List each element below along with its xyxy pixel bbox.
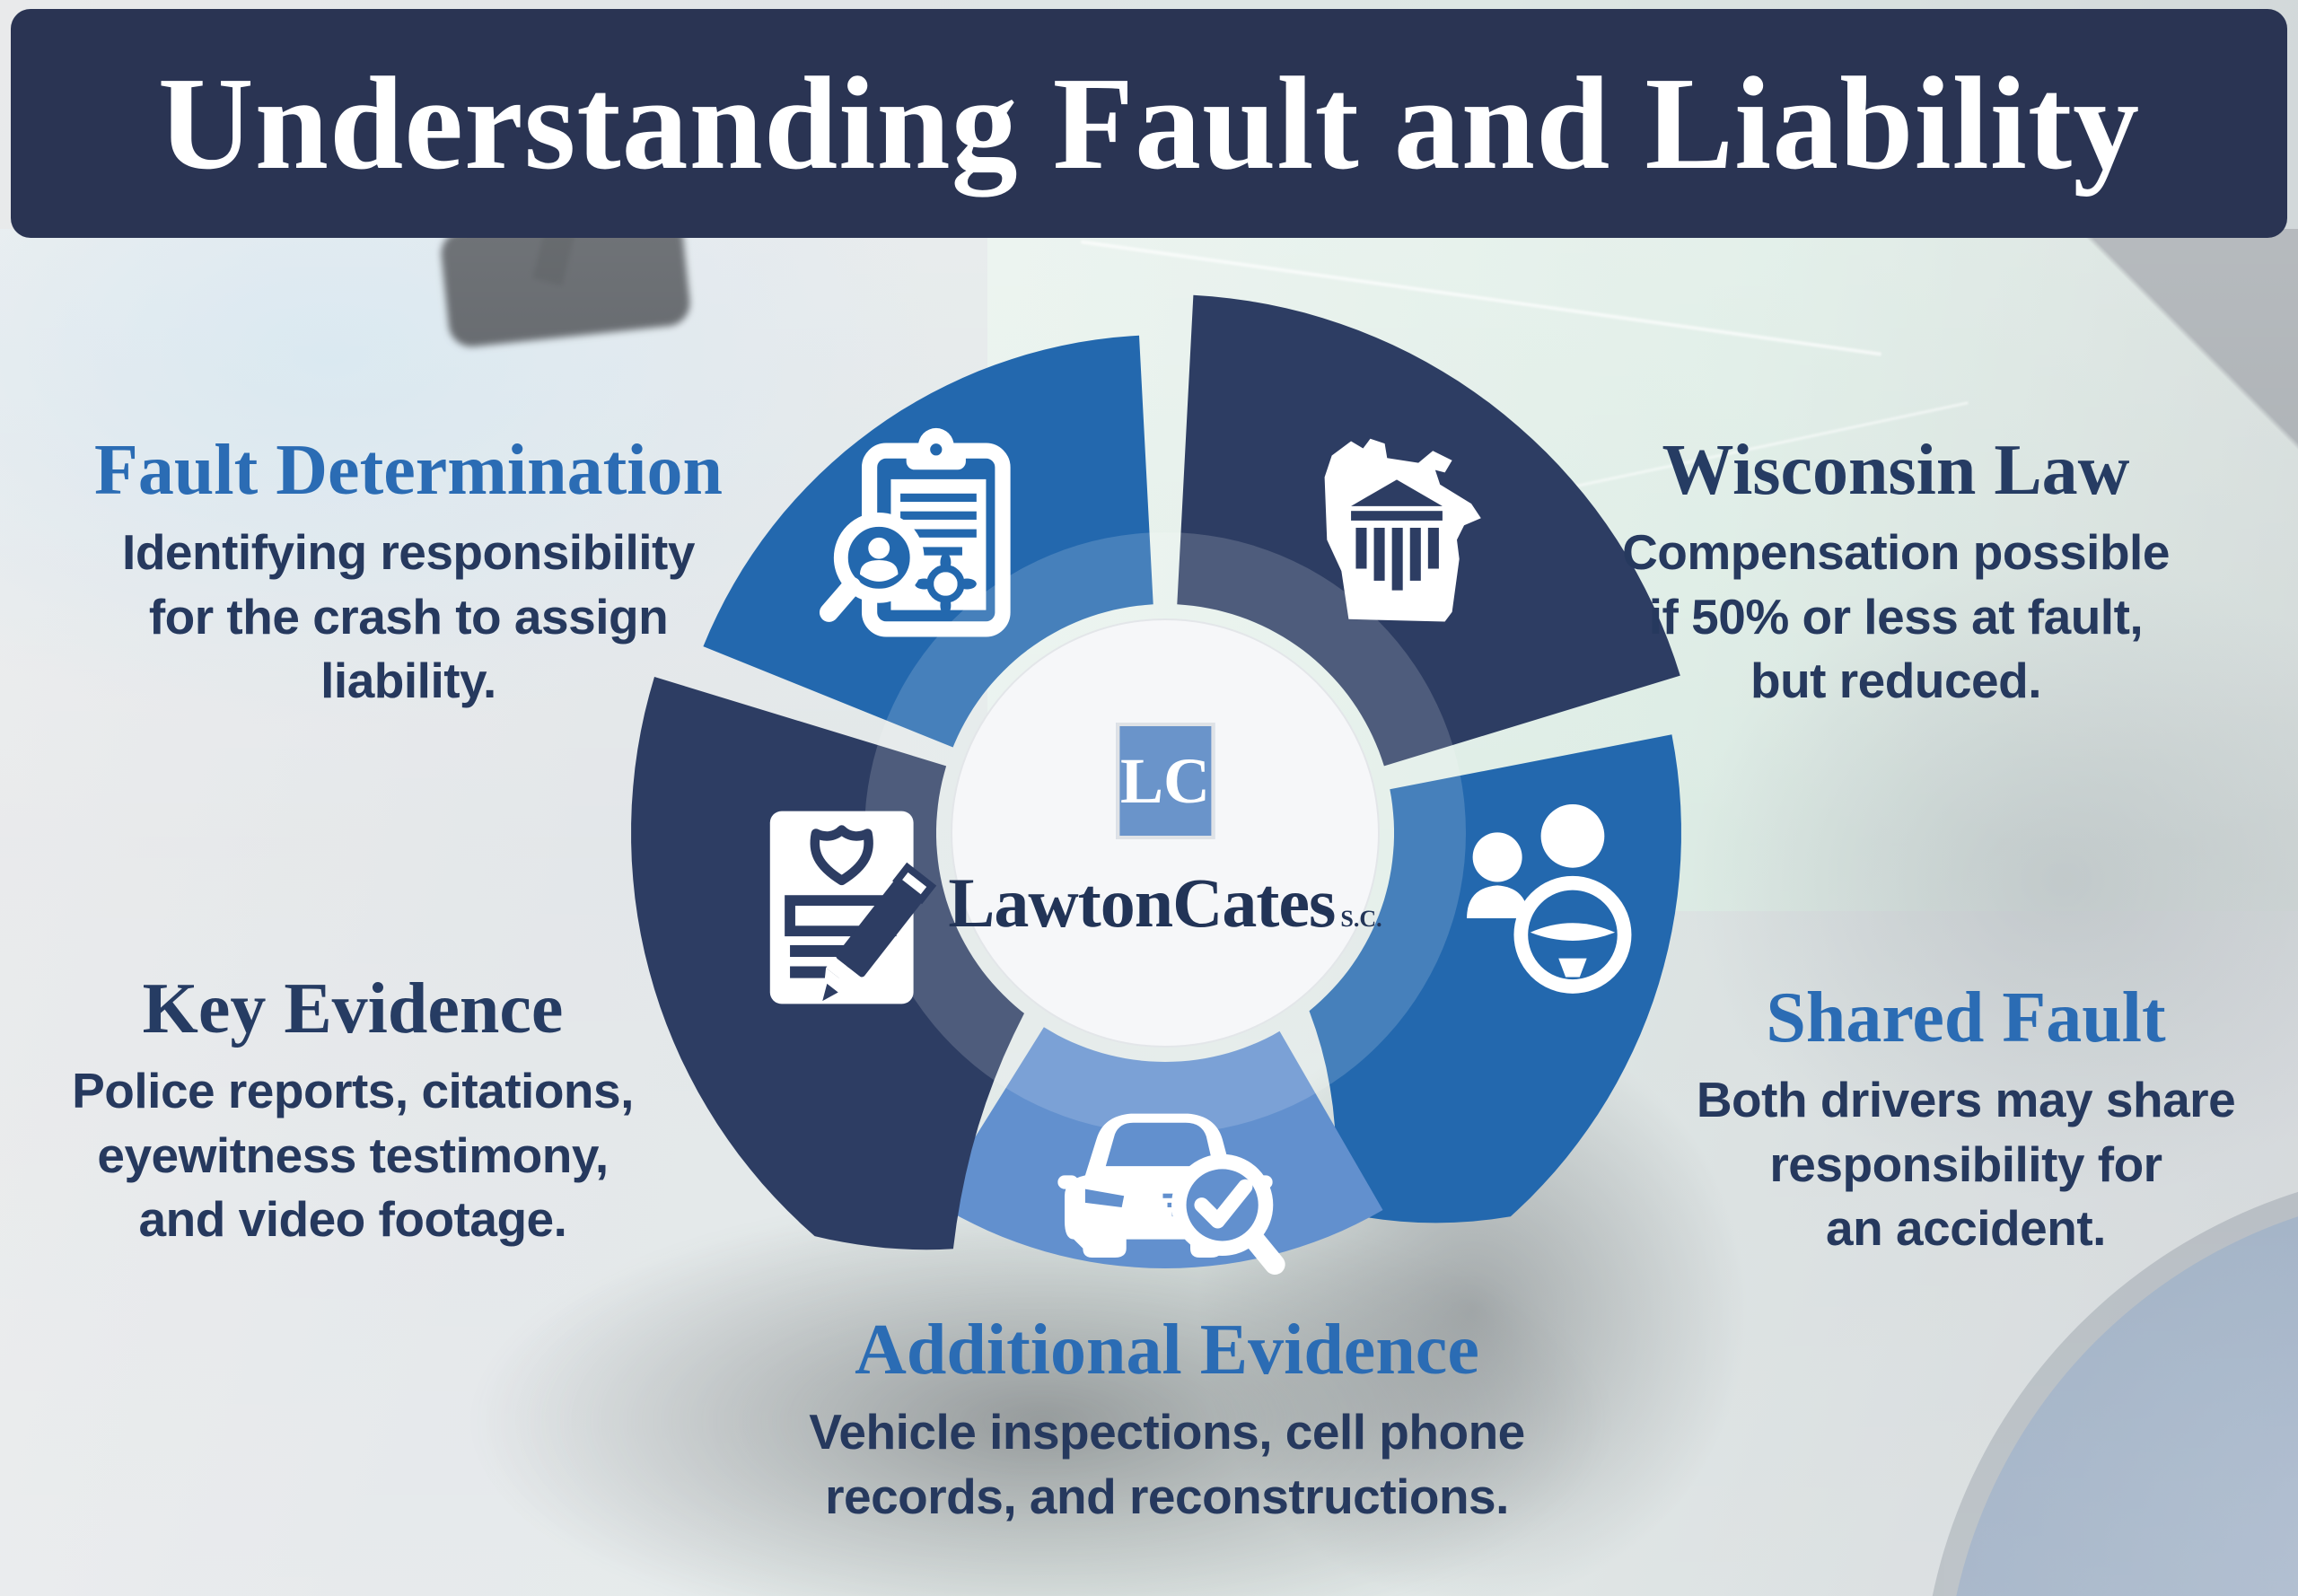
lawtoncates-logo: LC LawtonCates S.C. (948, 723, 1382, 943)
section-fault-determination: Fault Determination Identifying responsi… (94, 433, 723, 714)
section-heading: Additional Evidence (855, 1311, 1479, 1390)
section-key-evidence: Key Evidence Police reports, citations, … (72, 971, 634, 1252)
wisconsin-state-icon (1276, 415, 1517, 655)
section-body: Police reports, citations, eyewitness te… (72, 1063, 634, 1247)
section-heading: Key Evidence (142, 969, 564, 1048)
section-heading: Shared Fault (1766, 978, 2166, 1057)
car-inspection-icon (1039, 1070, 1291, 1299)
lc-monogram-badge: LC (1116, 723, 1215, 839)
lc-monogram: LC (1119, 744, 1211, 817)
logo-suffix: S.C. (1340, 906, 1382, 932)
clipboard-search-icon (812, 417, 1050, 655)
section-heading: Fault Determination (94, 431, 723, 510)
logo-name: LawtonCates (948, 864, 1336, 942)
section-wisconsin-law: Wisconsin Law Compensation possible if 5… (1622, 433, 2170, 714)
header-bar: Understanding Fault and Liability (11, 9, 2287, 238)
section-body: Identifying responsibility for the crash… (122, 524, 695, 708)
section-body: Compensation possible if 50% or less at … (1622, 524, 2170, 708)
section-additional-evidence: Additional Evidence Vehicle inspections,… (809, 1312, 1525, 1529)
section-body: Both drivers may share responsibility fo… (1696, 1072, 2236, 1256)
section-heading: Wisconsin Law (1662, 431, 2130, 510)
drivers-steering-icon (1436, 770, 1671, 1005)
section-shared-fault: Shared Fault Both drivers may share resp… (1696, 978, 2236, 1261)
section-body: Vehicle inspections, cell phone records,… (809, 1404, 1525, 1524)
police-report-icon (725, 790, 960, 1025)
page-title: Understanding Fault and Liability (157, 49, 2141, 197)
